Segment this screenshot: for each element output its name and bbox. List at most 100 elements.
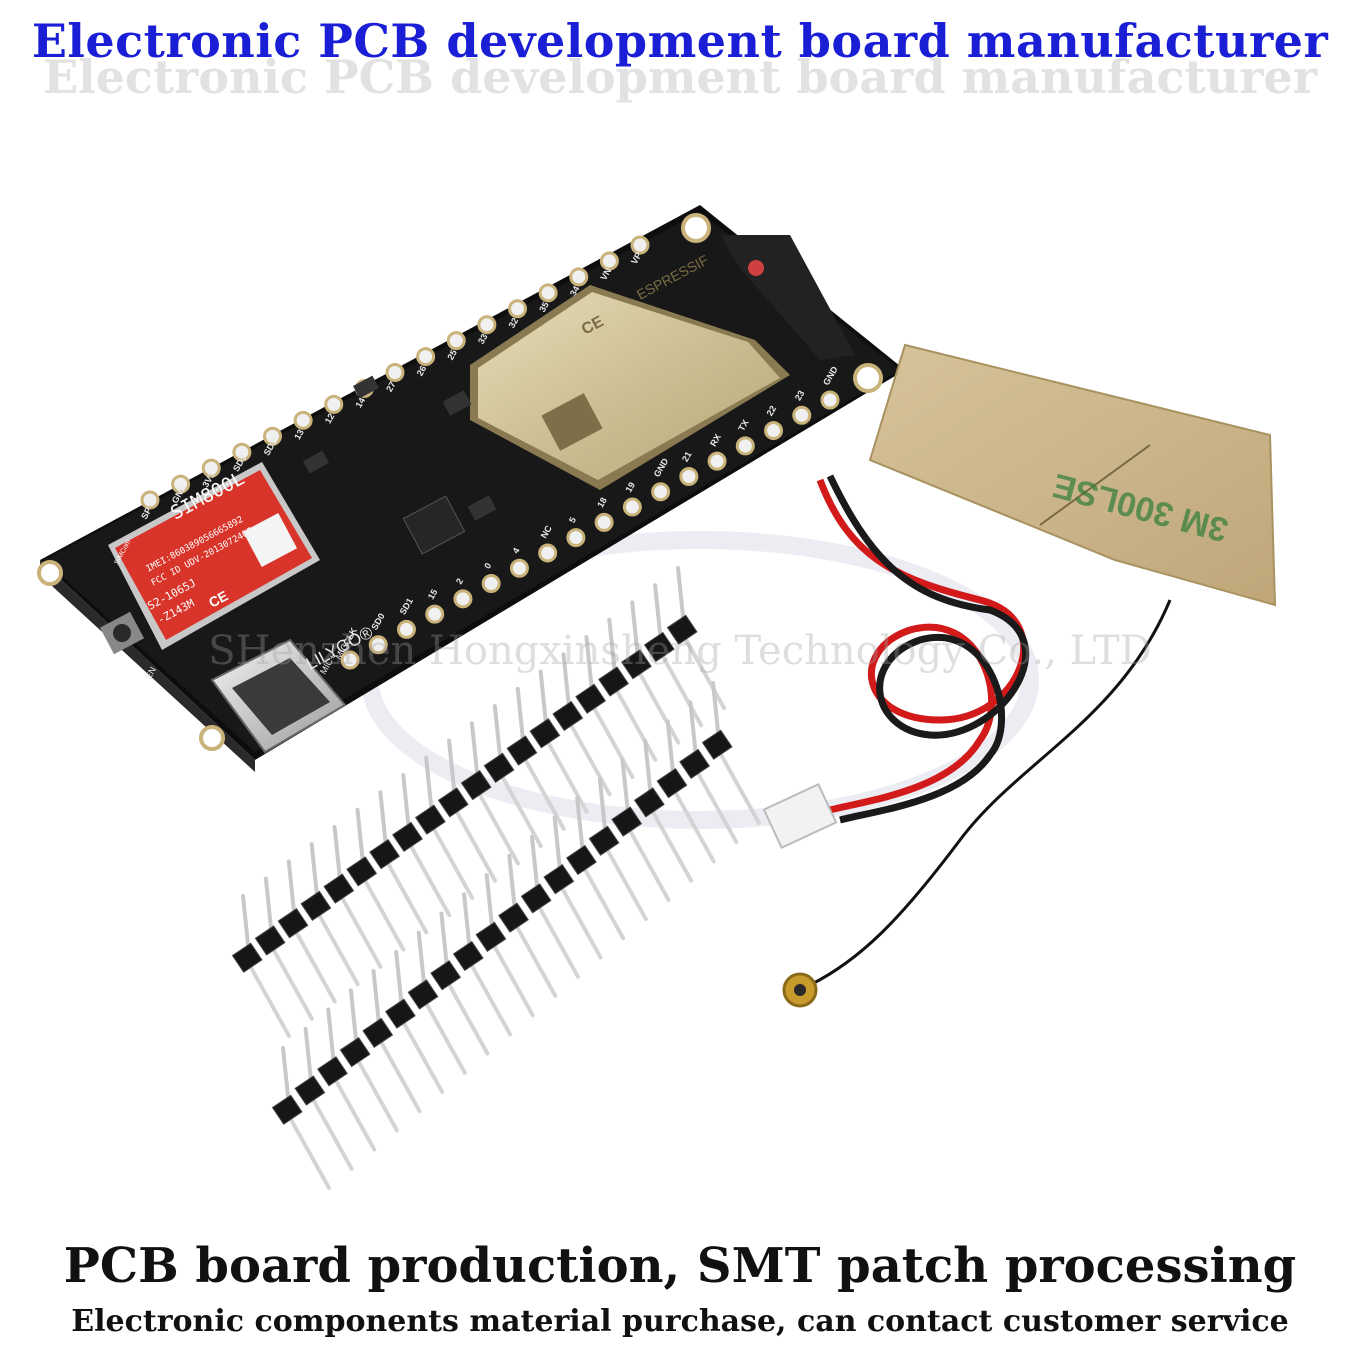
pin-hole (171, 474, 191, 494)
pin-hole (368, 635, 388, 655)
header-pin (513, 921, 558, 998)
qr-code (541, 393, 603, 451)
mount-hole (37, 560, 63, 586)
header-pin (688, 700, 699, 763)
header-pin (332, 1075, 377, 1152)
header-block (520, 883, 552, 914)
header-pin (581, 864, 626, 941)
pin-hole (293, 410, 313, 430)
smd-component (353, 375, 379, 399)
header-pin (263, 876, 274, 939)
header-block (666, 614, 698, 645)
header-pin (424, 755, 435, 818)
header-pin (597, 777, 608, 840)
header-pin (535, 902, 580, 979)
header-pin (538, 669, 549, 732)
subtagline: Electronic components material purchase,… (71, 1304, 1289, 1339)
header-pin (607, 617, 618, 680)
header-pin (653, 583, 664, 646)
header-pin (636, 668, 681, 745)
header-block (529, 718, 561, 749)
header-pin (422, 998, 467, 1075)
header-pin (241, 894, 251, 956)
header-pin (439, 911, 450, 974)
header-block (254, 925, 286, 956)
header-block (552, 700, 584, 732)
header-pin (401, 773, 412, 836)
pin-hole (622, 497, 642, 517)
pin-header-short (271, 681, 761, 1190)
header-pin (371, 969, 382, 1032)
header-block (300, 890, 332, 922)
header-pin (584, 635, 595, 698)
header-pin (626, 825, 671, 902)
header-block (430, 960, 462, 991)
gsm-module: SIM800L IMEI:860389056665892 FCC ID UDV-… (108, 462, 320, 650)
header-pin (378, 790, 389, 853)
header-pin (498, 772, 543, 849)
pin-label: 21 (680, 450, 694, 464)
pin-hole (820, 390, 840, 410)
led-indicator (748, 260, 764, 276)
header-block (598, 666, 629, 697)
pin-hole (594, 512, 614, 532)
pin-label: 35 (537, 300, 551, 314)
tagline: PCB board production, SMT patch processi… (63, 1238, 1297, 1294)
pin-hole (651, 482, 671, 502)
header-pin (287, 1114, 331, 1190)
header-pin (544, 737, 589, 814)
header-pin (315, 910, 360, 987)
pin-hole (481, 574, 501, 594)
header-pin (665, 719, 676, 782)
pin-label: 19 (623, 480, 637, 494)
header-pin (521, 754, 566, 831)
pin-hole (538, 543, 558, 563)
pin-hole (140, 490, 160, 510)
header-pin (309, 1094, 354, 1171)
header-block (643, 631, 675, 663)
header-pin (269, 944, 314, 1021)
header-block (498, 902, 529, 933)
pin-label: 22 (765, 404, 779, 418)
pin-hole (446, 331, 466, 351)
pin-hole (792, 405, 812, 425)
ic-chip (402, 495, 466, 555)
header-block (323, 873, 355, 904)
qr-code (242, 512, 298, 568)
pin-label: 27 (384, 380, 398, 394)
header-block (460, 769, 492, 801)
pin-hole (201, 458, 221, 478)
pin-hole (679, 466, 699, 486)
header-pin (475, 789, 520, 866)
pin-hole (453, 589, 473, 609)
header-pin (377, 1037, 422, 1114)
header-pin (292, 927, 337, 1004)
header-pin (338, 892, 383, 969)
pin-hole (735, 436, 755, 456)
header-block (483, 752, 515, 783)
page-title: Electronic PCB development board manufac… (31, 14, 1329, 68)
pin-label: TX (736, 418, 750, 433)
header-pin (430, 823, 475, 900)
header-pin (567, 720, 612, 797)
header-pin (671, 787, 716, 864)
pin-hole (340, 650, 360, 670)
header-pin (649, 806, 694, 883)
header-pin (400, 1017, 445, 1094)
header-pin (561, 652, 572, 715)
header-block (566, 844, 597, 876)
pin-hole (566, 528, 586, 548)
pin-label: 18 (595, 496, 609, 510)
header-block (575, 683, 607, 714)
reset-button-cap (113, 624, 131, 642)
pin-hole (396, 619, 416, 639)
header-block (339, 1036, 371, 1068)
header-pin (492, 704, 503, 767)
pin-label: 13 (292, 428, 306, 442)
pin-hole (508, 299, 527, 319)
header-pin (552, 815, 563, 878)
pin-label: 5 (567, 515, 578, 524)
header-pin (507, 853, 518, 916)
header-block (392, 821, 423, 853)
